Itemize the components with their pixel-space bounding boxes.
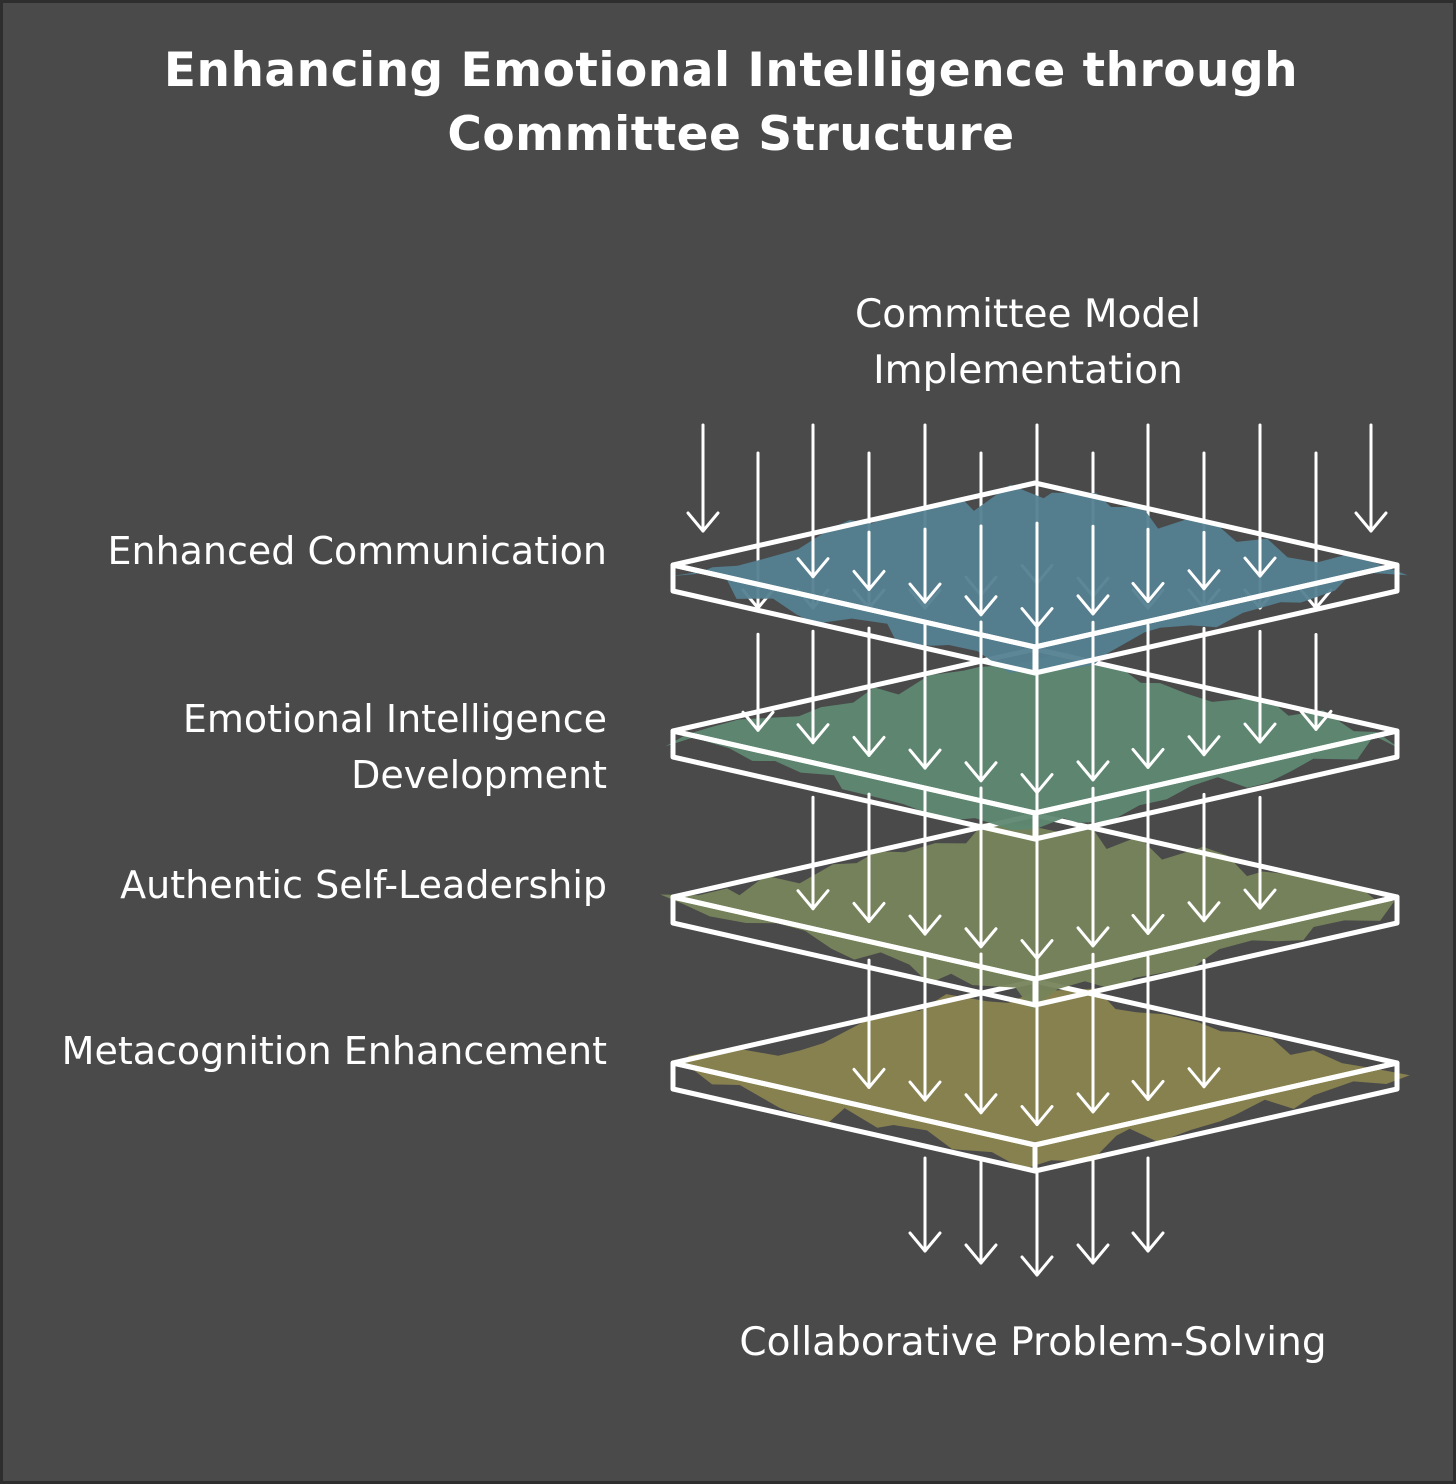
layer-authentic-self-leadership (660, 812, 1400, 1010)
flow-arrow (1131, 527, 1165, 603)
diagram-title: Enhancing Emotional Intelligence through… (163, 43, 1299, 162)
layer-label-metacognition-enhancement: Metacognition Enhancement (61, 1029, 607, 1073)
flow-arrow (796, 629, 830, 745)
flow-arrow (796, 795, 830, 911)
flow-arrow (908, 955, 942, 1102)
flow-arrow (1020, 949, 1054, 1127)
output-arrow (1131, 1156, 1165, 1253)
flow-arrow (741, 632, 775, 732)
flow-arrow (852, 958, 886, 1089)
flow-arrow (1243, 629, 1277, 744)
flow-arrow (964, 952, 998, 1115)
flow-arrow (964, 786, 998, 949)
flow-arrow (852, 626, 886, 757)
flow-arrow (796, 533, 830, 579)
flow-arrow (964, 620, 998, 783)
flow-arrow (908, 789, 942, 936)
layer-fill (665, 651, 1401, 831)
output-arrow (964, 1156, 998, 1265)
flow-arrow (1187, 626, 1221, 757)
flow-arrow (1187, 958, 1221, 1089)
layer-label-enhanced-communication: Enhanced Communication (107, 529, 607, 573)
layer-fill (660, 822, 1395, 1010)
flow-arrow (964, 524, 998, 617)
input-arrow (686, 423, 720, 533)
layer-label-authentic-self-leadership: Authentic Self-Leadership (120, 863, 607, 907)
flow-arrow (1187, 530, 1221, 591)
layer-label-emotional-intelligence-development: Emotional Intelligence Development (182, 697, 607, 797)
flow-arrow (1243, 533, 1277, 578)
flow-arrow (1131, 623, 1165, 769)
flow-arrow (1243, 795, 1277, 910)
output-arrow (1076, 1156, 1110, 1265)
flow-arrow (1131, 789, 1165, 935)
flow-arrow (1299, 633, 1333, 731)
output-arrow (908, 1156, 942, 1253)
layer-top-face (670, 480, 1400, 650)
flow-arrow (852, 792, 886, 923)
flow-arrow (1076, 786, 1110, 948)
layered-stack-diagram (660, 423, 1410, 1277)
layer-emotional-intelligence-development (665, 646, 1401, 842)
flow-arrow (908, 527, 942, 604)
flow-arrow (1076, 524, 1110, 616)
input-arrow (1354, 423, 1388, 533)
flow-arrow (1076, 952, 1110, 1114)
layer-top-face (670, 812, 1400, 982)
output-arrow (1020, 1171, 1054, 1277)
output-label: Collaborative Problem-Solving (739, 1320, 1327, 1365)
flow-arrow (1076, 620, 1110, 782)
layer-top-face (670, 978, 1400, 1148)
flow-arrow (1131, 955, 1165, 1101)
layer-enhanced-communication (670, 480, 1408, 676)
layer-top-face (670, 646, 1400, 816)
input-label: Committee Model Implementation (855, 292, 1201, 393)
flow-arrow (1187, 792, 1221, 923)
layer-metacognition-enhancement (670, 978, 1410, 1174)
layer-fill (677, 988, 1410, 1168)
flow-arrow (908, 623, 942, 770)
flow-arrow (1020, 521, 1054, 629)
layer-fill (670, 484, 1408, 673)
flow-arrow (852, 530, 886, 591)
